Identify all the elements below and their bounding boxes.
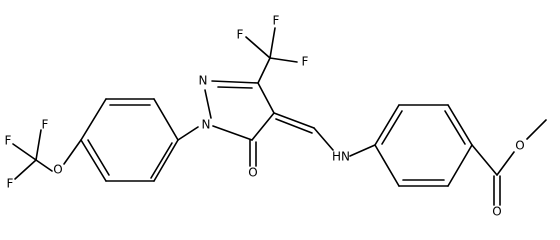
bond-c3-cf3 (257, 57, 271, 84)
bond-cf3-f3 (269, 57, 298, 63)
bond-n1-ar1 (177, 126, 199, 141)
bond-cf3-f2 (269, 27, 276, 59)
bond-oether-cf3 (35, 159, 53, 172)
molecule-canvas: F F F N N O HN F F F O O O (5, 14, 547, 219)
bond-n2-c3-double-b (217, 86, 253, 89)
atom-n2: N (199, 74, 208, 88)
bond-ar2-1 (374, 104, 400, 146)
bond-ar1-3-inner (87, 139, 110, 176)
atom-o-ether: O (53, 163, 62, 177)
bond-ocf3-f4 (14, 159, 37, 180)
bond-ar2-carbonyl (471, 144, 498, 176)
bond-ocf3-f5 (12, 143, 37, 161)
bond-c4-ch-double-a (273, 112, 315, 129)
atom-label-layer: F F F N N O HN F F F O O O (5, 14, 525, 219)
bond-nh-ar2 (349, 144, 376, 157)
atom-f3: F (302, 55, 309, 69)
bond-cf3-f1 (245, 36, 271, 59)
bond-ar2-6 (374, 144, 400, 187)
bond-ar1-1 (153, 139, 179, 182)
bond-ar2-4 (447, 144, 473, 187)
bond-oester-ch3 (526, 119, 547, 140)
atom-f6: F (42, 118, 49, 132)
bond-ocf3-f6 (35, 129, 42, 161)
bond-carbonyl-oester (496, 151, 515, 176)
bond-ar2-3 (447, 104, 473, 146)
bond-ar1-4 (80, 98, 107, 141)
atom-f1: F (237, 28, 244, 42)
atom-f5: F (5, 134, 12, 148)
bond-c3-c4 (257, 82, 275, 114)
atom-o-carbonyl: O (492, 205, 501, 219)
bond-c5-n1 (212, 125, 253, 141)
bond-n2-c3-double-a (211, 80, 259, 84)
atom-o-ring: O (248, 166, 257, 180)
atom-f4: F (7, 177, 14, 191)
bond-ar1-6 (153, 98, 179, 141)
atom-n1: N (202, 118, 211, 132)
bond-layer (12, 27, 547, 206)
bond-c4-ch-double-b (275, 118, 313, 134)
bond-ar2-3-inner (444, 110, 466, 145)
bond-c4-c5 (251, 112, 275, 141)
bond-ar2-1-inner (381, 110, 403, 145)
structure-diagram: F F F N N O HN F F F O O O (5, 14, 547, 219)
bond-n1-n2 (204, 89, 212, 119)
atom-o-ester: O (515, 139, 524, 153)
bond-ar1-3 (80, 139, 107, 182)
atom-f2: F (273, 14, 280, 28)
atom-nh: HN (332, 150, 350, 164)
bond-ar1-oether (63, 139, 82, 165)
bond-ar1-1-inner (150, 142, 173, 179)
bond-ch-nh (313, 127, 334, 151)
